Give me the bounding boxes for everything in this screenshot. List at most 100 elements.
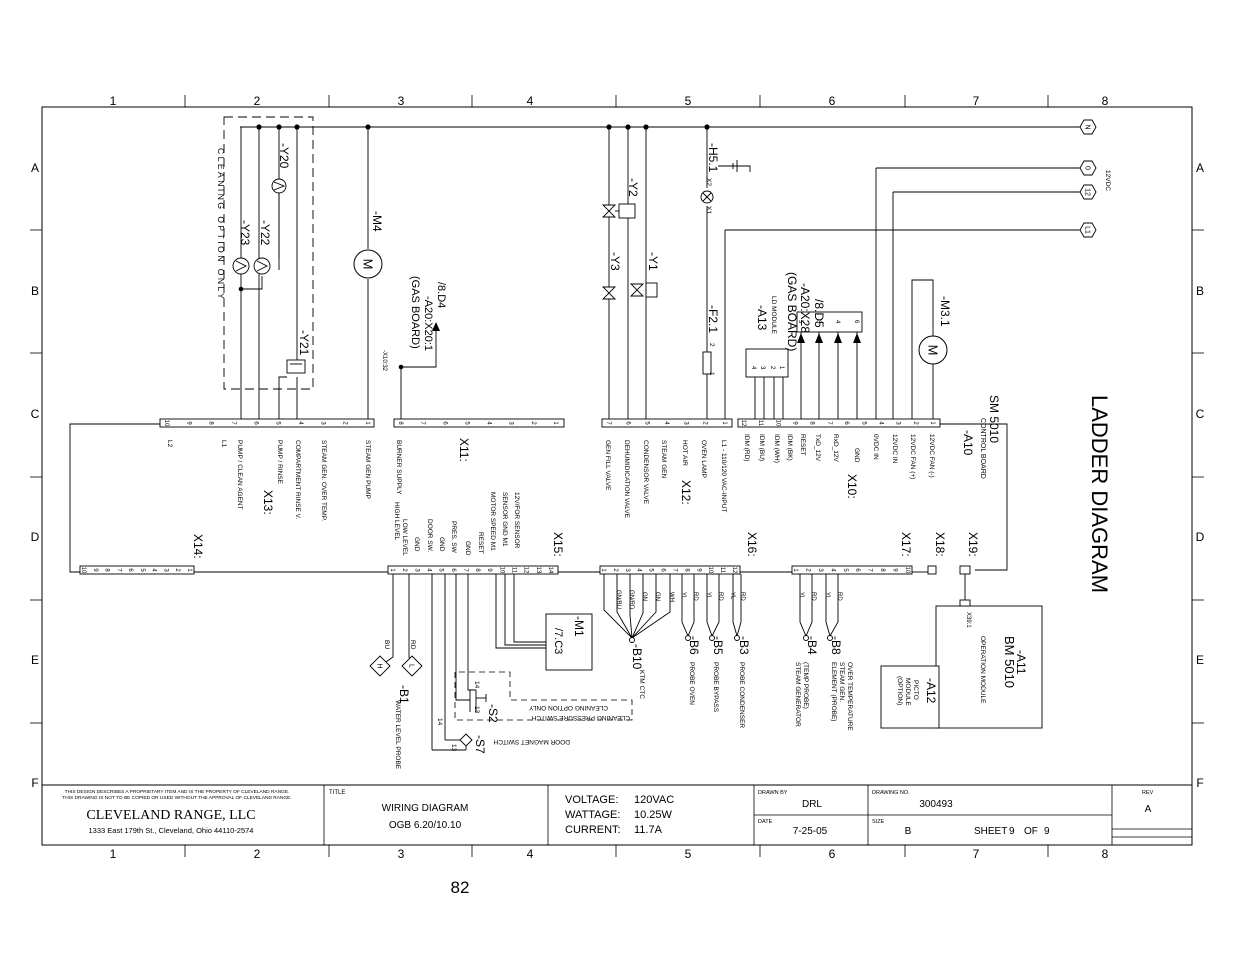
x19-label: X19:	[966, 532, 980, 557]
terminal-l1-label: L1	[1084, 226, 1091, 234]
h51-x2: X2	[705, 178, 712, 186]
x12-pin-number: 2	[702, 421, 708, 425]
x13-pin-number: 3	[319, 421, 325, 425]
x16-pin-number: 4	[636, 568, 642, 572]
y22-label: -Y22	[258, 220, 272, 246]
x14-pin-number: 2	[174, 568, 180, 572]
x10-32-label: -X10:32	[381, 350, 387, 372]
wire-color: YL	[705, 592, 711, 600]
ld-pin: 3	[759, 366, 765, 370]
x28-arrows	[797, 333, 861, 343]
sheet-value: 9	[1009, 826, 1015, 837]
a11-sub: OPERATION MODULE	[979, 636, 986, 704]
grid-column-labels-bottom: 1 2 3 4 5 6 7 8	[110, 847, 1109, 861]
h51-x1: X1	[705, 206, 712, 214]
connector-strips-upper	[159, 418, 941, 428]
x10-signal: IDM (BK)	[786, 434, 793, 461]
title-block-grid	[323, 785, 1192, 845]
ld-pin: 1	[778, 366, 784, 370]
a11-label: -A11	[1014, 650, 1028, 675]
x10-signal: IDM (WH)	[773, 434, 780, 463]
x15-pin-number: 8	[474, 568, 480, 572]
wire-color: RD	[717, 592, 723, 601]
gas-ref-board: (GAS BOARD)	[409, 276, 421, 349]
x13-signal: PUMP / CLEAN AGENT	[236, 440, 243, 510]
x10-pin-number: 6	[843, 421, 849, 425]
x14-pin-number: 1	[186, 568, 192, 572]
gas-ref-a20-x20: -A20:X20:1	[422, 296, 434, 351]
diagram-title: LADDER DIAGRAM	[1087, 395, 1112, 593]
b1-l: L	[408, 664, 415, 668]
b1-bu: BU	[383, 640, 390, 649]
b8-desc-1: OVER TEMPERATURE	[846, 662, 853, 731]
y1-valve-symbol	[629, 282, 658, 298]
x16-pin-number: 7	[672, 568, 678, 572]
col-label: 7	[973, 847, 980, 861]
x13-signal: STEAM GEN. OVER TEMP.	[320, 440, 327, 521]
wattage-label: WATTAGE:	[565, 809, 620, 821]
a10-name: SM 5010	[987, 395, 1001, 443]
branch-wires	[240, 127, 934, 419]
b8-desc-3: ELEMENT (PROBE)	[830, 662, 837, 721]
company-name: CLEVELAND RANGE, LLC	[86, 808, 255, 823]
x15-pin-number: 11	[511, 567, 517, 574]
wire-color: GN	[641, 592, 647, 601]
x17-pin-number: 9	[892, 568, 898, 572]
row-label: F	[1196, 776, 1203, 790]
x15-signal: RESET	[477, 532, 484, 554]
x13-signal: L2	[166, 440, 173, 448]
wire-color: GN/BU	[615, 590, 621, 609]
col-label: 2	[254, 847, 261, 861]
total-sheets-value: 9	[1044, 826, 1050, 837]
row-label: A	[1196, 161, 1204, 175]
x16-pin-number: 1	[600, 568, 606, 572]
x11-pin-number: 8	[397, 421, 403, 425]
col-label: 5	[685, 94, 692, 108]
f21-pin1: 1	[708, 372, 715, 376]
x11-pin-number: 3	[508, 421, 514, 425]
drawing-no-value: 300493	[919, 799, 953, 810]
x16-wire-colors: RD YL RD YL RD YL WH GN GN GN/RD GN/BU	[615, 590, 745, 610]
x28-pin: 6	[853, 320, 859, 324]
x13-pin-number: 2	[342, 421, 348, 425]
x10-pin-number: 4	[878, 421, 884, 425]
grid-row-labels-right: A B C D E F	[1196, 161, 1205, 790]
x14-pin-number: 10	[80, 567, 86, 574]
m4-motor-symbol: M	[353, 249, 383, 279]
x10-signal: RESET	[799, 434, 806, 456]
x10-signal: GND	[853, 448, 860, 463]
s2-switch-symbol	[469, 690, 487, 712]
x17-pin-number: 4	[829, 568, 835, 572]
title-block-text: THIS DESIGN DESCRIBES A PROPRIETARY ITEM…	[62, 789, 1153, 837]
b1-h: H	[376, 663, 383, 668]
x15-signal: PRES. SW	[450, 521, 457, 554]
s2-pin14: 14	[473, 681, 480, 689]
a20-x28-box	[796, 311, 863, 333]
a11-conn: X39:1	[965, 612, 971, 628]
x10-signal: RxD_12V	[832, 434, 839, 462]
x10-pin-number: 10	[774, 420, 780, 427]
a13-label: -A13	[755, 305, 769, 331]
x12-signal: CONDENSOR VALVE	[642, 440, 649, 505]
x15-signal: GND	[413, 537, 420, 552]
row-label: B	[31, 284, 39, 298]
x16-pin-number: 6	[660, 568, 666, 572]
y1-label: -Y1	[646, 252, 660, 271]
x12-pin-number: 7	[605, 421, 611, 425]
y22-pump-symbol	[253, 257, 271, 275]
x15-signal: MOTOR SPEED M1	[489, 492, 496, 551]
y3-label: -Y3	[608, 252, 622, 271]
a11-name: BM 5010	[1002, 636, 1017, 688]
x10-signal: 12VDC FAN (+)	[909, 434, 916, 479]
x11-signal: BURNER SUPPLY	[395, 440, 402, 495]
m31-motor-symbol: M	[918, 335, 948, 365]
x13-signal: COMPARTMENT RINSE V.	[294, 440, 301, 519]
x12-signal: L1 - 110/120 VAC-INPUT	[720, 440, 727, 512]
y2-label: -Y2	[626, 178, 640, 197]
ld-pin: 2	[769, 366, 775, 370]
x17-pin-number: 6	[854, 568, 860, 572]
ld-module-pins: 4 3 2 1 5 3 4 6	[750, 320, 859, 370]
y21-label: -Y21	[297, 330, 311, 356]
wire-color: GN	[654, 592, 660, 601]
